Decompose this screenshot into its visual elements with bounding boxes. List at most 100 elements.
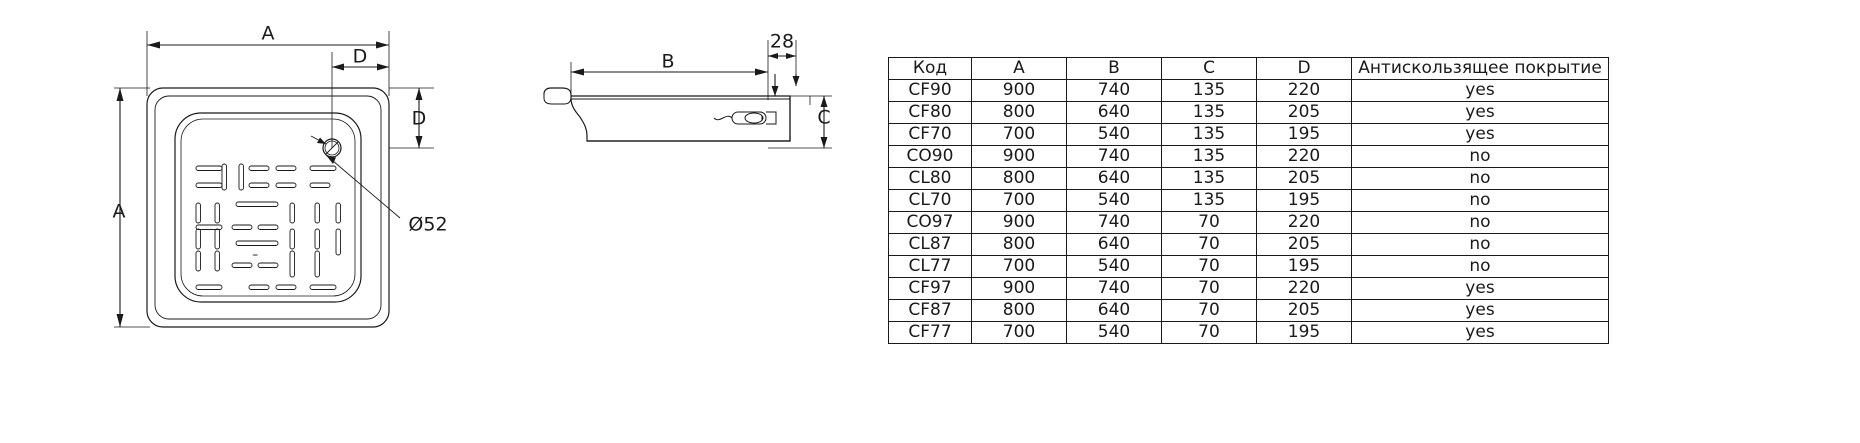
cell-code: CF90 xyxy=(888,79,972,102)
cell-code: CO90 xyxy=(888,145,972,168)
cell-code: CL70 xyxy=(888,189,972,212)
cell-code: CF97 xyxy=(888,277,972,300)
cell-code: CF70 xyxy=(888,123,972,146)
cell-b: 740 xyxy=(1066,211,1162,234)
cell-code: CF87 xyxy=(888,299,972,322)
cell-b: 540 xyxy=(1066,255,1162,278)
cell-antislip: yes xyxy=(1351,123,1609,146)
cell-c: 135 xyxy=(1161,79,1257,102)
cell-antislip: no xyxy=(1351,211,1609,234)
column-header-c: C xyxy=(1161,57,1257,80)
dimension-label-a-width: A xyxy=(262,23,275,45)
cell-antislip: no xyxy=(1351,233,1609,256)
cell-d: 220 xyxy=(1256,145,1352,168)
cell-a: 900 xyxy=(971,79,1067,102)
cell-antislip: no xyxy=(1351,255,1609,278)
cell-code: CL87 xyxy=(888,233,972,256)
cell-b: 640 xyxy=(1066,167,1162,190)
cell-d: 195 xyxy=(1256,189,1352,212)
cell-b: 540 xyxy=(1066,321,1162,344)
side-view-drawing: B 28 C xyxy=(500,0,880,360)
cell-a: 700 xyxy=(971,189,1067,212)
cell-a: 800 xyxy=(971,233,1067,256)
dimension-label-d-horizontal: D xyxy=(353,46,368,68)
cell-antislip: yes xyxy=(1351,79,1609,102)
cell-code: CL77 xyxy=(888,255,972,278)
cell-c: 135 xyxy=(1161,167,1257,190)
cell-code: CO97 xyxy=(888,211,972,234)
cell-b: 640 xyxy=(1066,233,1162,256)
cell-d: 220 xyxy=(1256,277,1352,300)
cell-antislip: yes xyxy=(1351,321,1609,344)
cell-b: 740 xyxy=(1066,145,1162,168)
cell-b: 640 xyxy=(1066,299,1162,322)
cell-antislip: yes xyxy=(1351,299,1609,322)
cell-antislip: yes xyxy=(1351,277,1609,300)
cell-d: 220 xyxy=(1256,211,1352,234)
specification-table-container: Код A B C D Антискользящее покрытие CF90… xyxy=(888,57,1609,344)
cell-d: 195 xyxy=(1256,255,1352,278)
dimension-label-d-vertical: D xyxy=(412,108,427,130)
cell-d: 220 xyxy=(1256,79,1352,102)
cell-antislip: no xyxy=(1351,189,1609,212)
table-header: Код A B C D Антискользящее покрытие xyxy=(888,57,1609,80)
cell-antislip: yes xyxy=(1351,101,1609,124)
cell-d: 205 xyxy=(1256,299,1352,322)
cell-c: 70 xyxy=(1161,299,1257,322)
cell-b: 540 xyxy=(1066,123,1162,146)
cell-a: 900 xyxy=(971,277,1067,300)
cell-c: 135 xyxy=(1161,189,1257,212)
column-header-code: Код xyxy=(888,57,972,80)
cell-c: 135 xyxy=(1161,123,1257,146)
cell-c: 70 xyxy=(1161,321,1257,344)
cell-c: 135 xyxy=(1161,101,1257,124)
specification-table: Код A B C D Антискользящее покрытие CF90… xyxy=(888,57,1609,344)
column-header-antislip: Антискользящее покрытие xyxy=(1351,57,1609,80)
column-header-d: D xyxy=(1256,57,1352,80)
column-header-a: A xyxy=(971,57,1067,80)
cell-code: CL80 xyxy=(888,167,972,190)
cell-d: 195 xyxy=(1256,321,1352,344)
cell-c: 135 xyxy=(1161,145,1257,168)
cell-b: 740 xyxy=(1066,79,1162,102)
cell-code: CF80 xyxy=(888,101,972,124)
dimension-label-a-height: A xyxy=(113,201,126,223)
dimension-label-c: C xyxy=(817,107,830,129)
cell-a: 700 xyxy=(971,255,1067,278)
column-header-b: B xyxy=(1066,57,1162,80)
cell-c: 70 xyxy=(1161,277,1257,300)
cell-antislip: no xyxy=(1351,145,1609,168)
cell-d: 205 xyxy=(1256,233,1352,256)
cell-a: 700 xyxy=(971,123,1067,146)
cell-d: 195 xyxy=(1256,123,1352,146)
table-header-row: Код A B C D Антискользящее покрытие xyxy=(888,57,1609,80)
cell-b: 640 xyxy=(1066,101,1162,124)
drain-diameter-callout: Ø52 xyxy=(408,214,447,236)
cell-a: 800 xyxy=(971,101,1067,124)
cell-b: 540 xyxy=(1066,189,1162,212)
cell-b: 740 xyxy=(1066,277,1162,300)
cell-c: 70 xyxy=(1161,211,1257,234)
dimension-label-b: B xyxy=(661,51,674,73)
cell-a: 900 xyxy=(971,211,1067,234)
cell-code: CF77 xyxy=(888,321,972,344)
cell-c: 70 xyxy=(1161,233,1257,256)
cell-c: 70 xyxy=(1161,255,1257,278)
cell-antislip: no xyxy=(1351,167,1609,190)
cell-a: 700 xyxy=(971,321,1067,344)
cell-a: 900 xyxy=(971,145,1067,168)
cell-d: 205 xyxy=(1256,167,1352,190)
